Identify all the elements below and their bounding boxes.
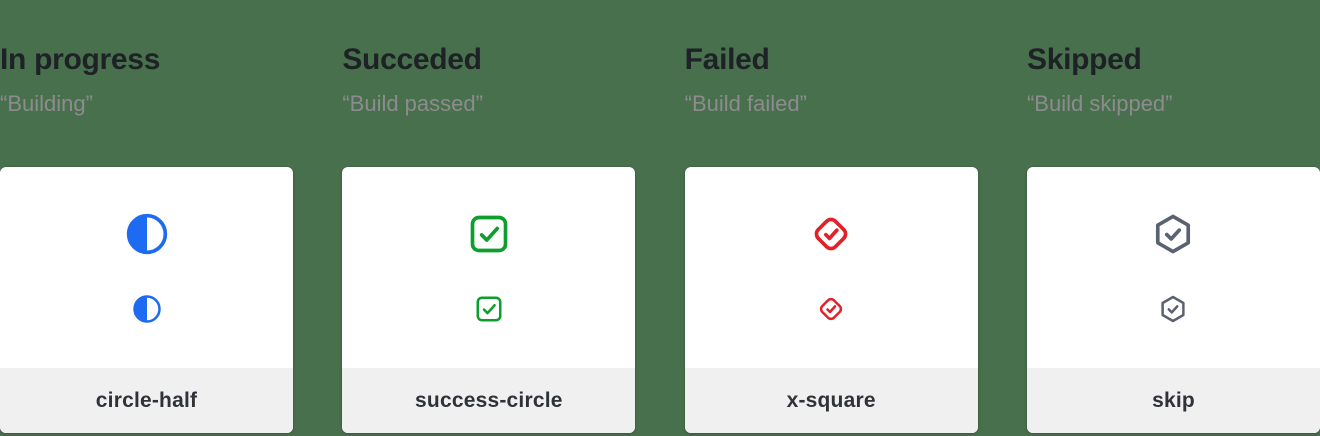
icon-card-body [1027,167,1320,368]
column-subtitle: “Build failed” [684,91,807,116]
check-square-icon-small [476,296,502,321]
check-square-icon-large [470,215,508,252]
column-title: Succeded [342,43,482,76]
column-subtitle: “Building” [0,91,93,116]
icon-card-footer: success-circle [342,368,636,433]
icon-card-body [0,167,293,368]
icon-name-label: success-circle [415,388,563,412]
column-subtitle: “Build skipped” [1026,91,1173,116]
column-failed: Failed “Build failed” x-square [684,0,978,436]
icon-name-label: x-square [786,388,876,412]
circle-half-icon-small [132,294,161,323]
icon-card-body [342,167,635,368]
icon-card-footer: x-square [684,368,978,433]
check-diamond-icon-large [814,217,848,250]
check-hexagon-icon-small [1161,295,1186,322]
check-diamond-icon-small [819,297,843,320]
icon-card-footer: skip [1026,368,1320,433]
column-subtitle: “Build passed” [342,91,483,116]
column-skipped: Skipped “Build skipped” skip [1026,0,1320,436]
icon-name-label: skip [1152,388,1195,412]
check-hexagon-icon-large [1156,214,1191,253]
column-title: Skipped [1026,43,1142,76]
icon-card-footer: circle-half [0,368,293,433]
icon-name-label: circle-half [95,388,198,412]
column-title: Failed [684,43,770,76]
circle-half-icon-large [126,213,167,254]
icon-card: skip [1026,167,1320,433]
icon-card: x-square [684,167,978,433]
icon-card: circle-half [0,167,293,433]
column-title: In progress [0,43,161,76]
column-succeeded: Succeded “Build passed” succes [342,0,636,436]
icon-card-body [685,167,978,368]
icon-card: success-circle [342,167,636,433]
column-in-progress: In progress “Building” circle- [0,0,293,436]
